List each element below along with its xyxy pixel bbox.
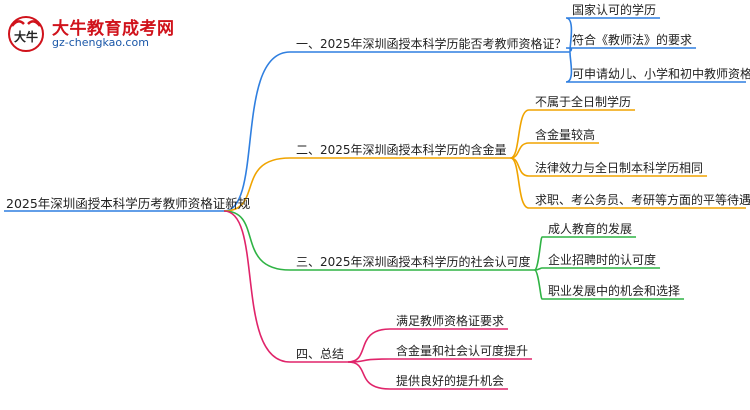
branch-1-child-3[interactable]: 可申请幼儿、小学和初中教师资格证 — [572, 67, 750, 81]
branch-2-child-3[interactable]: 法律效力与全日制本科学历相同 — [535, 161, 704, 175]
logo-url: gz-chengkao.com — [52, 36, 149, 49]
branch-2-child-4[interactable]: 求职、考公务员、考研等方面的平等待遇 — [535, 193, 750, 207]
logo-mark-text: 大牛 — [14, 29, 38, 44]
branch-3-child-3[interactable]: 职业发展中的机会和选择 — [548, 284, 681, 298]
site-logo[interactable]: 大牛 大牛教育成考网 gz-chengkao.com — [6, 14, 174, 54]
branch-3-child-3-connector — [533, 269, 685, 300]
branch-1-child-2-connector — [565, 47, 697, 53]
branch-2-label[interactable]: 二、2025年深圳函授本科学历的含金量 — [296, 143, 507, 157]
branch-3-child-2[interactable]: 企业招聘时的认可度 — [548, 253, 657, 267]
branch-1-connector — [223, 51, 571, 212]
branch-3-child-2-connector — [534, 267, 661, 271]
branch-3-child-1[interactable]: 成人教育的发展 — [548, 222, 633, 236]
logo-title: 大牛教育成考网 — [52, 19, 175, 39]
bull-logo-icon: 大牛 — [8, 16, 44, 52]
branch-3-connector — [223, 210, 535, 271]
branch-3-child-1-connector — [533, 236, 637, 271]
branch-2-child-1-connector — [510, 109, 636, 159]
branch-1-child-1[interactable]: 国家认可的学历 — [572, 3, 657, 17]
branch-3-label[interactable]: 三、2025年深圳函授本科学历的社会认可度 — [296, 255, 531, 269]
branch-2-child-1[interactable]: 不属于全日制学历 — [535, 95, 632, 109]
branch-4-child-1[interactable]: 满足教师资格证要求 — [396, 314, 505, 328]
branch-4-child-3[interactable]: 提供良好的提升机会 — [396, 374, 505, 388]
branch-2-child-2-connector — [510, 142, 600, 159]
branch-4-child-2-connector — [348, 358, 533, 363]
branch-1-child-2[interactable]: 符合《教师法》的要求 — [572, 33, 693, 47]
branch-1-label[interactable]: 一、2025年深圳函授本科学历能否考教师资格证？ — [296, 37, 567, 51]
branch-2-child-2[interactable]: 含金量较高 — [535, 128, 596, 142]
branch-2-connector — [223, 157, 511, 212]
branch-4-child-2[interactable]: 含金量和社会认可度提升 — [396, 344, 529, 358]
branch-1-child-3-connector — [565, 51, 746, 83]
branch-4-label[interactable]: 四、总结 — [296, 347, 345, 361]
branch-4-connector — [223, 210, 349, 363]
branch-4-child-1-connector — [347, 328, 509, 363]
branch-4-child-3-connector — [347, 361, 509, 390]
root-node[interactable]: 2025年深圳函授本科学历考教师资格证新规 — [6, 196, 251, 211]
branch-2-child-4-connector — [510, 157, 746, 209]
